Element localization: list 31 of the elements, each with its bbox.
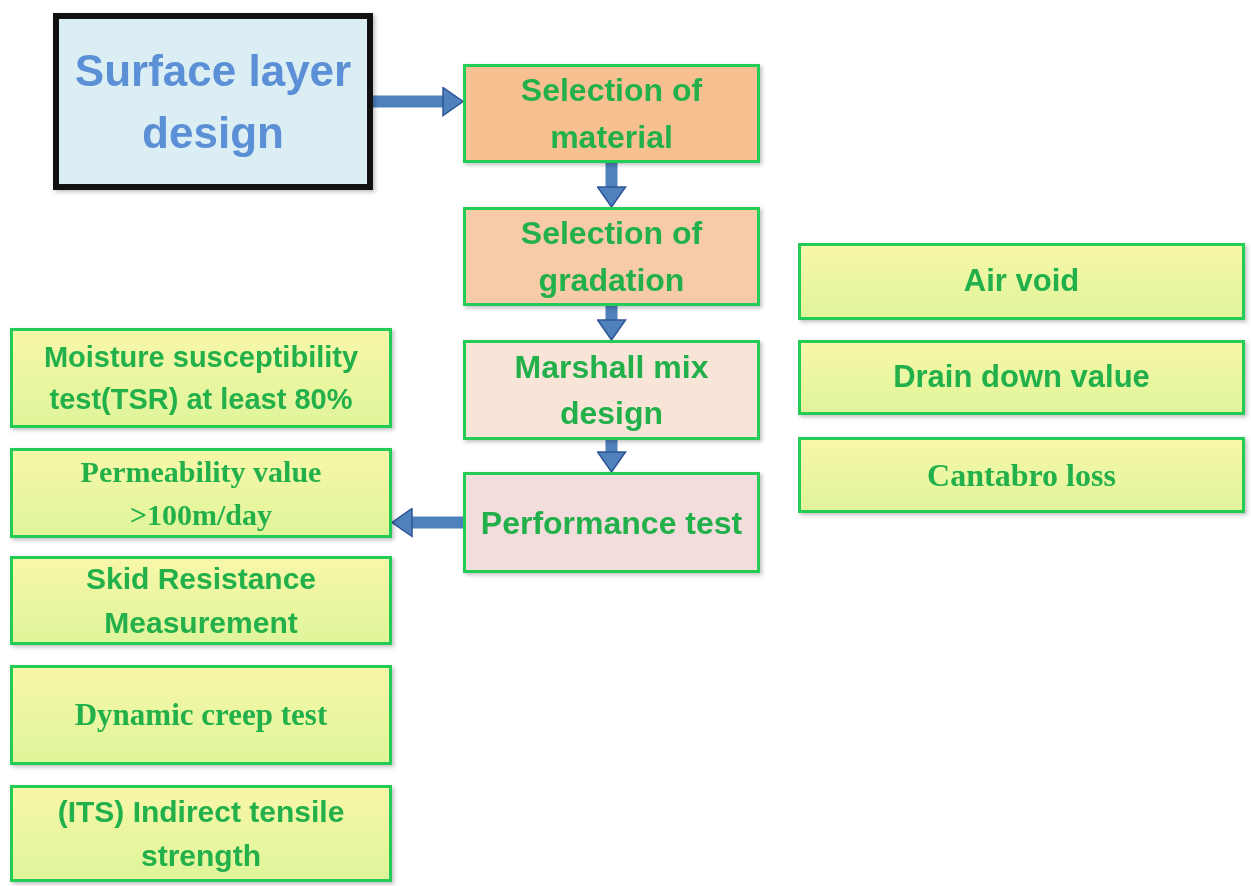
box-label: Moisture susceptibility test(TSR) at least 80% bbox=[42, 339, 360, 417]
box-label: Skid Resistance Measurement bbox=[84, 561, 318, 641]
process-box bbox=[463, 207, 760, 306]
process-box bbox=[798, 437, 1245, 513]
box-label: Marshall mix design bbox=[513, 347, 710, 433]
block-arrow bbox=[391, 507, 463, 538]
process-box bbox=[10, 448, 392, 538]
process-box bbox=[10, 328, 392, 428]
box-label: Drain down value bbox=[893, 358, 1150, 397]
box-label: Selection of gradation bbox=[519, 214, 704, 300]
block-arrow bbox=[596, 440, 627, 473]
process-box bbox=[10, 556, 392, 645]
box-label: Permeability value >100m/day bbox=[79, 453, 323, 533]
process-box bbox=[463, 64, 760, 163]
box-label: Dynamic creep test bbox=[74, 695, 328, 734]
box-label: Cantabro loss bbox=[927, 456, 1116, 495]
process-box bbox=[10, 665, 392, 765]
box-label: Surface layer design bbox=[73, 44, 353, 159]
process-box bbox=[10, 785, 392, 882]
box-label: Performance test bbox=[480, 503, 743, 543]
box-label: Air void bbox=[963, 262, 1080, 301]
process-box bbox=[798, 340, 1245, 415]
process-box bbox=[463, 340, 760, 440]
process-box bbox=[463, 472, 760, 573]
process-box bbox=[53, 13, 373, 190]
box-label: Selection of material bbox=[519, 71, 704, 157]
block-arrow bbox=[596, 306, 627, 341]
box-label: (ITS) Indirect tensile strength bbox=[56, 794, 346, 874]
process-box bbox=[798, 243, 1245, 320]
block-arrow bbox=[596, 163, 627, 208]
block-arrow bbox=[373, 86, 464, 117]
